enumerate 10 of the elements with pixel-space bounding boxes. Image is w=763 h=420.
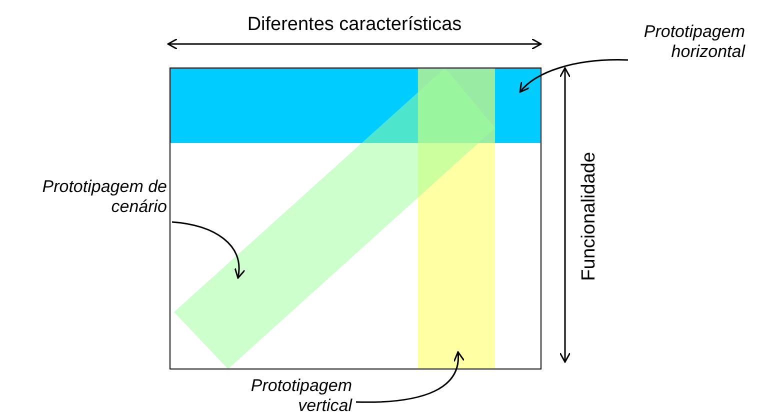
callout-text: Prototipagem de cenário xyxy=(37,177,167,218)
leader-line xyxy=(172,221,245,279)
vertical-band xyxy=(418,68,495,369)
callout-text: Prototipagem horizontal xyxy=(605,22,745,63)
axis-label: Funcionalidade xyxy=(578,150,601,283)
callout-text: Prototipagem vertical xyxy=(222,376,352,417)
leader-line xyxy=(356,351,464,403)
leader-line xyxy=(519,59,628,93)
horizontal-band xyxy=(170,68,541,143)
axis-label: Diferentes características xyxy=(246,14,463,37)
